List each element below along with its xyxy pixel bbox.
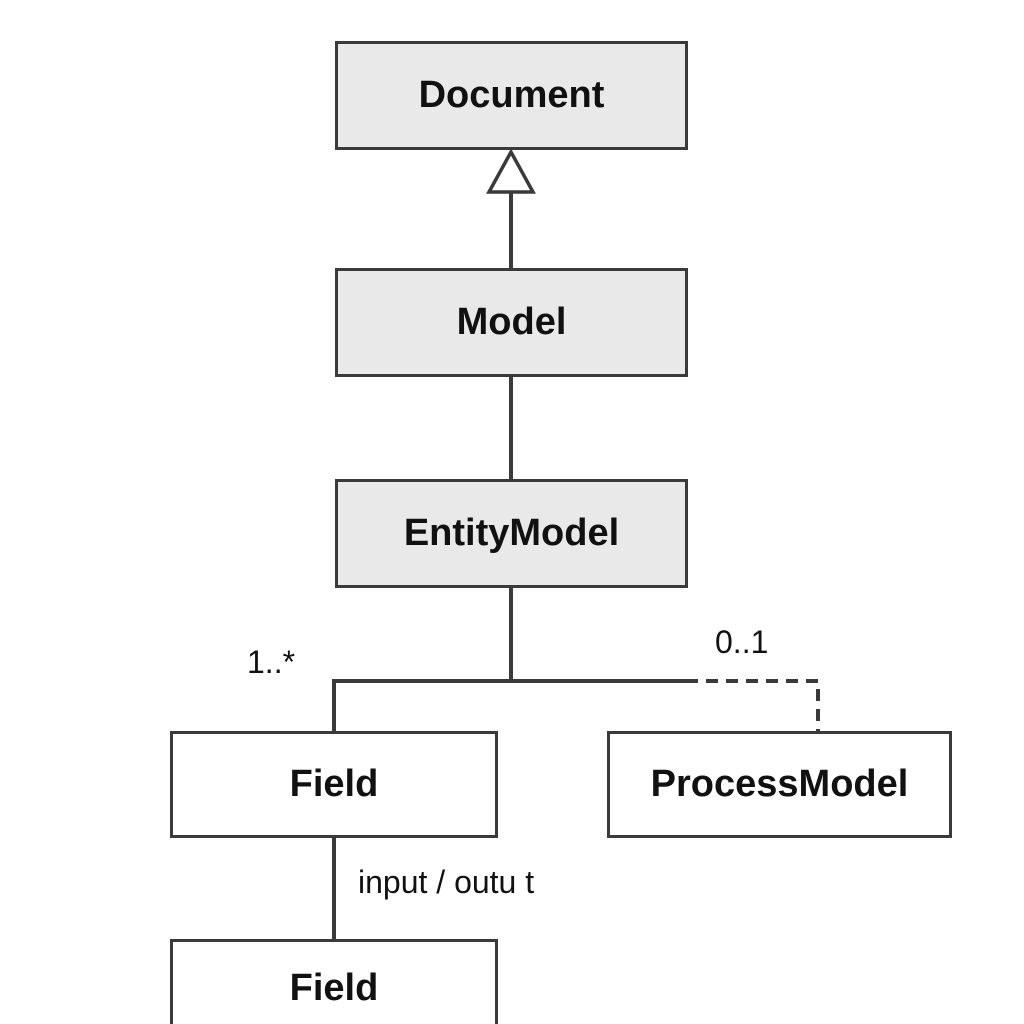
processmodel-multiplicity-label: 0..1 (715, 624, 769, 660)
processmodel-class-box[interactable]: ProcessModel (607, 731, 952, 838)
entitymodel-class-name: EntityModel (403, 512, 620, 554)
model-class-box[interactable]: Model (335, 268, 688, 377)
processmodel-class-name: ProcessModel (650, 763, 909, 805)
field-class-name: Field (289, 763, 379, 805)
document-class-name: Document (418, 74, 605, 116)
processmodel-dashed-association (686, 679, 820, 732)
field-bottom-class-name: Field (289, 967, 379, 1009)
entitymodel-class-box[interactable]: EntityModel (335, 479, 688, 588)
field-class-box[interactable]: Field (170, 731, 498, 838)
input-output-association-label: input / outu t (358, 864, 535, 900)
document-class-box[interactable]: Document (335, 41, 688, 150)
field-bottom-class-box[interactable]: Field (170, 939, 498, 1024)
model-class-name: Model (456, 301, 567, 343)
inheritance-arrowhead (486, 148, 536, 194)
field-multiplicity-label: 1..* (247, 644, 296, 680)
